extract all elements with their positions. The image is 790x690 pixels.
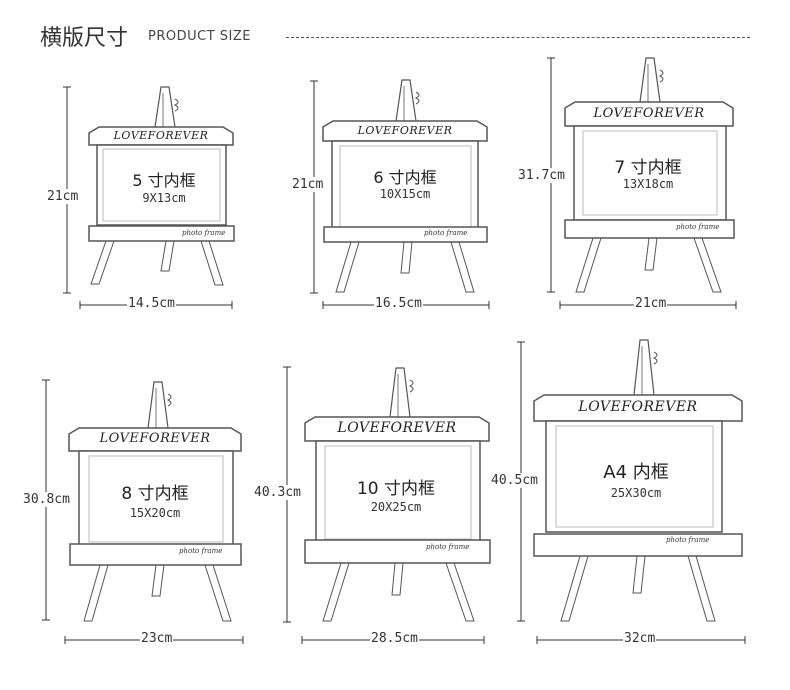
width-label: 32cm	[623, 631, 657, 646]
bottom-ledge	[88, 225, 235, 242]
frame-inner-dimensions: 15X20cm	[129, 505, 181, 520]
frame-size-name: A4 内框	[603, 462, 669, 484]
brand-label: LOVEFOREVER	[578, 398, 698, 415]
header-dashed-line	[286, 37, 750, 38]
header-title-en: PRODUCT SIZE	[148, 29, 251, 44]
easel-hook	[414, 91, 420, 105]
width-label: 16.5cm	[374, 296, 423, 311]
brand-banner	[564, 101, 734, 127]
easel-top-mast	[639, 57, 661, 103]
bottom-ledge	[69, 543, 242, 566]
brand-banner	[304, 416, 490, 442]
frame-mat	[324, 445, 472, 540]
brand-banner	[533, 394, 743, 422]
brand-label: LOVEFOREVER	[113, 128, 209, 142]
easel-hook	[408, 379, 414, 393]
header-title-cn: 横版尺寸	[40, 26, 129, 51]
easel-top-mast	[389, 367, 411, 418]
frame-inner-dimensions: 25X30cm	[610, 485, 662, 500]
width-label: 28.5cm	[370, 631, 419, 646]
frame-size-name: 5 寸内框	[132, 170, 196, 190]
width-label: 14.5cm	[127, 296, 176, 311]
height-label: 40.5cm	[490, 473, 539, 488]
frame-size-name: 10 寸内框	[356, 479, 436, 500]
height-label: 30.8cm	[22, 492, 71, 507]
frame-inner-dimensions: 10X15cm	[379, 186, 431, 201]
frame-mat	[339, 145, 472, 228]
photo-frame-signature: photo frame	[424, 229, 468, 237]
brand-banner	[88, 126, 234, 146]
bottom-ledge	[533, 533, 743, 557]
photo-frame-signature: photo frame	[666, 536, 710, 544]
photo-frame-signature: photo frame	[426, 543, 470, 551]
easel-hook	[173, 98, 179, 112]
easel-hook	[166, 393, 172, 407]
easel-top-mast	[395, 79, 417, 122]
easel-top-mast	[147, 381, 169, 429]
frame-inner-dimensions: 13X18cm	[622, 176, 674, 191]
bottom-ledge	[564, 219, 735, 239]
brand-label: LOVEFOREVER	[593, 105, 705, 121]
height-label: 21cm	[46, 189, 80, 204]
frame-mat	[102, 148, 221, 222]
brand-banner	[68, 427, 242, 452]
brand-label: LOVEFOREVER	[99, 431, 211, 447]
easel-top-mast	[154, 86, 176, 128]
frame-inner-dimensions: 20X25cm	[370, 499, 422, 514]
frame-size-name: 8 寸内框	[121, 484, 189, 505]
bottom-ledge	[304, 539, 491, 564]
photo-frame-signature: photo frame	[182, 229, 226, 237]
easel-leg	[687, 555, 716, 622]
frame-size-name: 6 寸内框	[373, 167, 437, 187]
height-label: 40.3cm	[253, 485, 302, 500]
brand-banner	[322, 120, 488, 142]
photo-frame-signature: photo frame	[676, 223, 720, 231]
easel-leg	[560, 555, 589, 622]
easel-leg	[632, 555, 646, 594]
photo-frame-signature: photo frame	[179, 547, 223, 555]
easel-hook	[658, 69, 664, 83]
frame-size-name: 7 寸内框	[614, 158, 682, 179]
easel-hook	[652, 351, 658, 365]
frame-mat	[582, 130, 718, 216]
frame-inner-dimensions: 9X13cm	[142, 190, 186, 205]
easel-top-mast	[633, 339, 655, 396]
brand-label: LOVEFOREVER	[337, 419, 457, 436]
product-size-header: 横版尺寸 PRODUCT SIZE	[40, 14, 750, 54]
brand-label: LOVEFOREVER	[357, 123, 453, 137]
width-label: 21cm	[634, 296, 668, 311]
width-label: 23cm	[140, 631, 174, 646]
frame-mat	[88, 455, 224, 543]
height-label: 21cm	[291, 177, 325, 192]
frame-mat	[555, 425, 714, 528]
bottom-ledge	[323, 226, 488, 243]
height-label: 31.7cm	[517, 168, 566, 183]
